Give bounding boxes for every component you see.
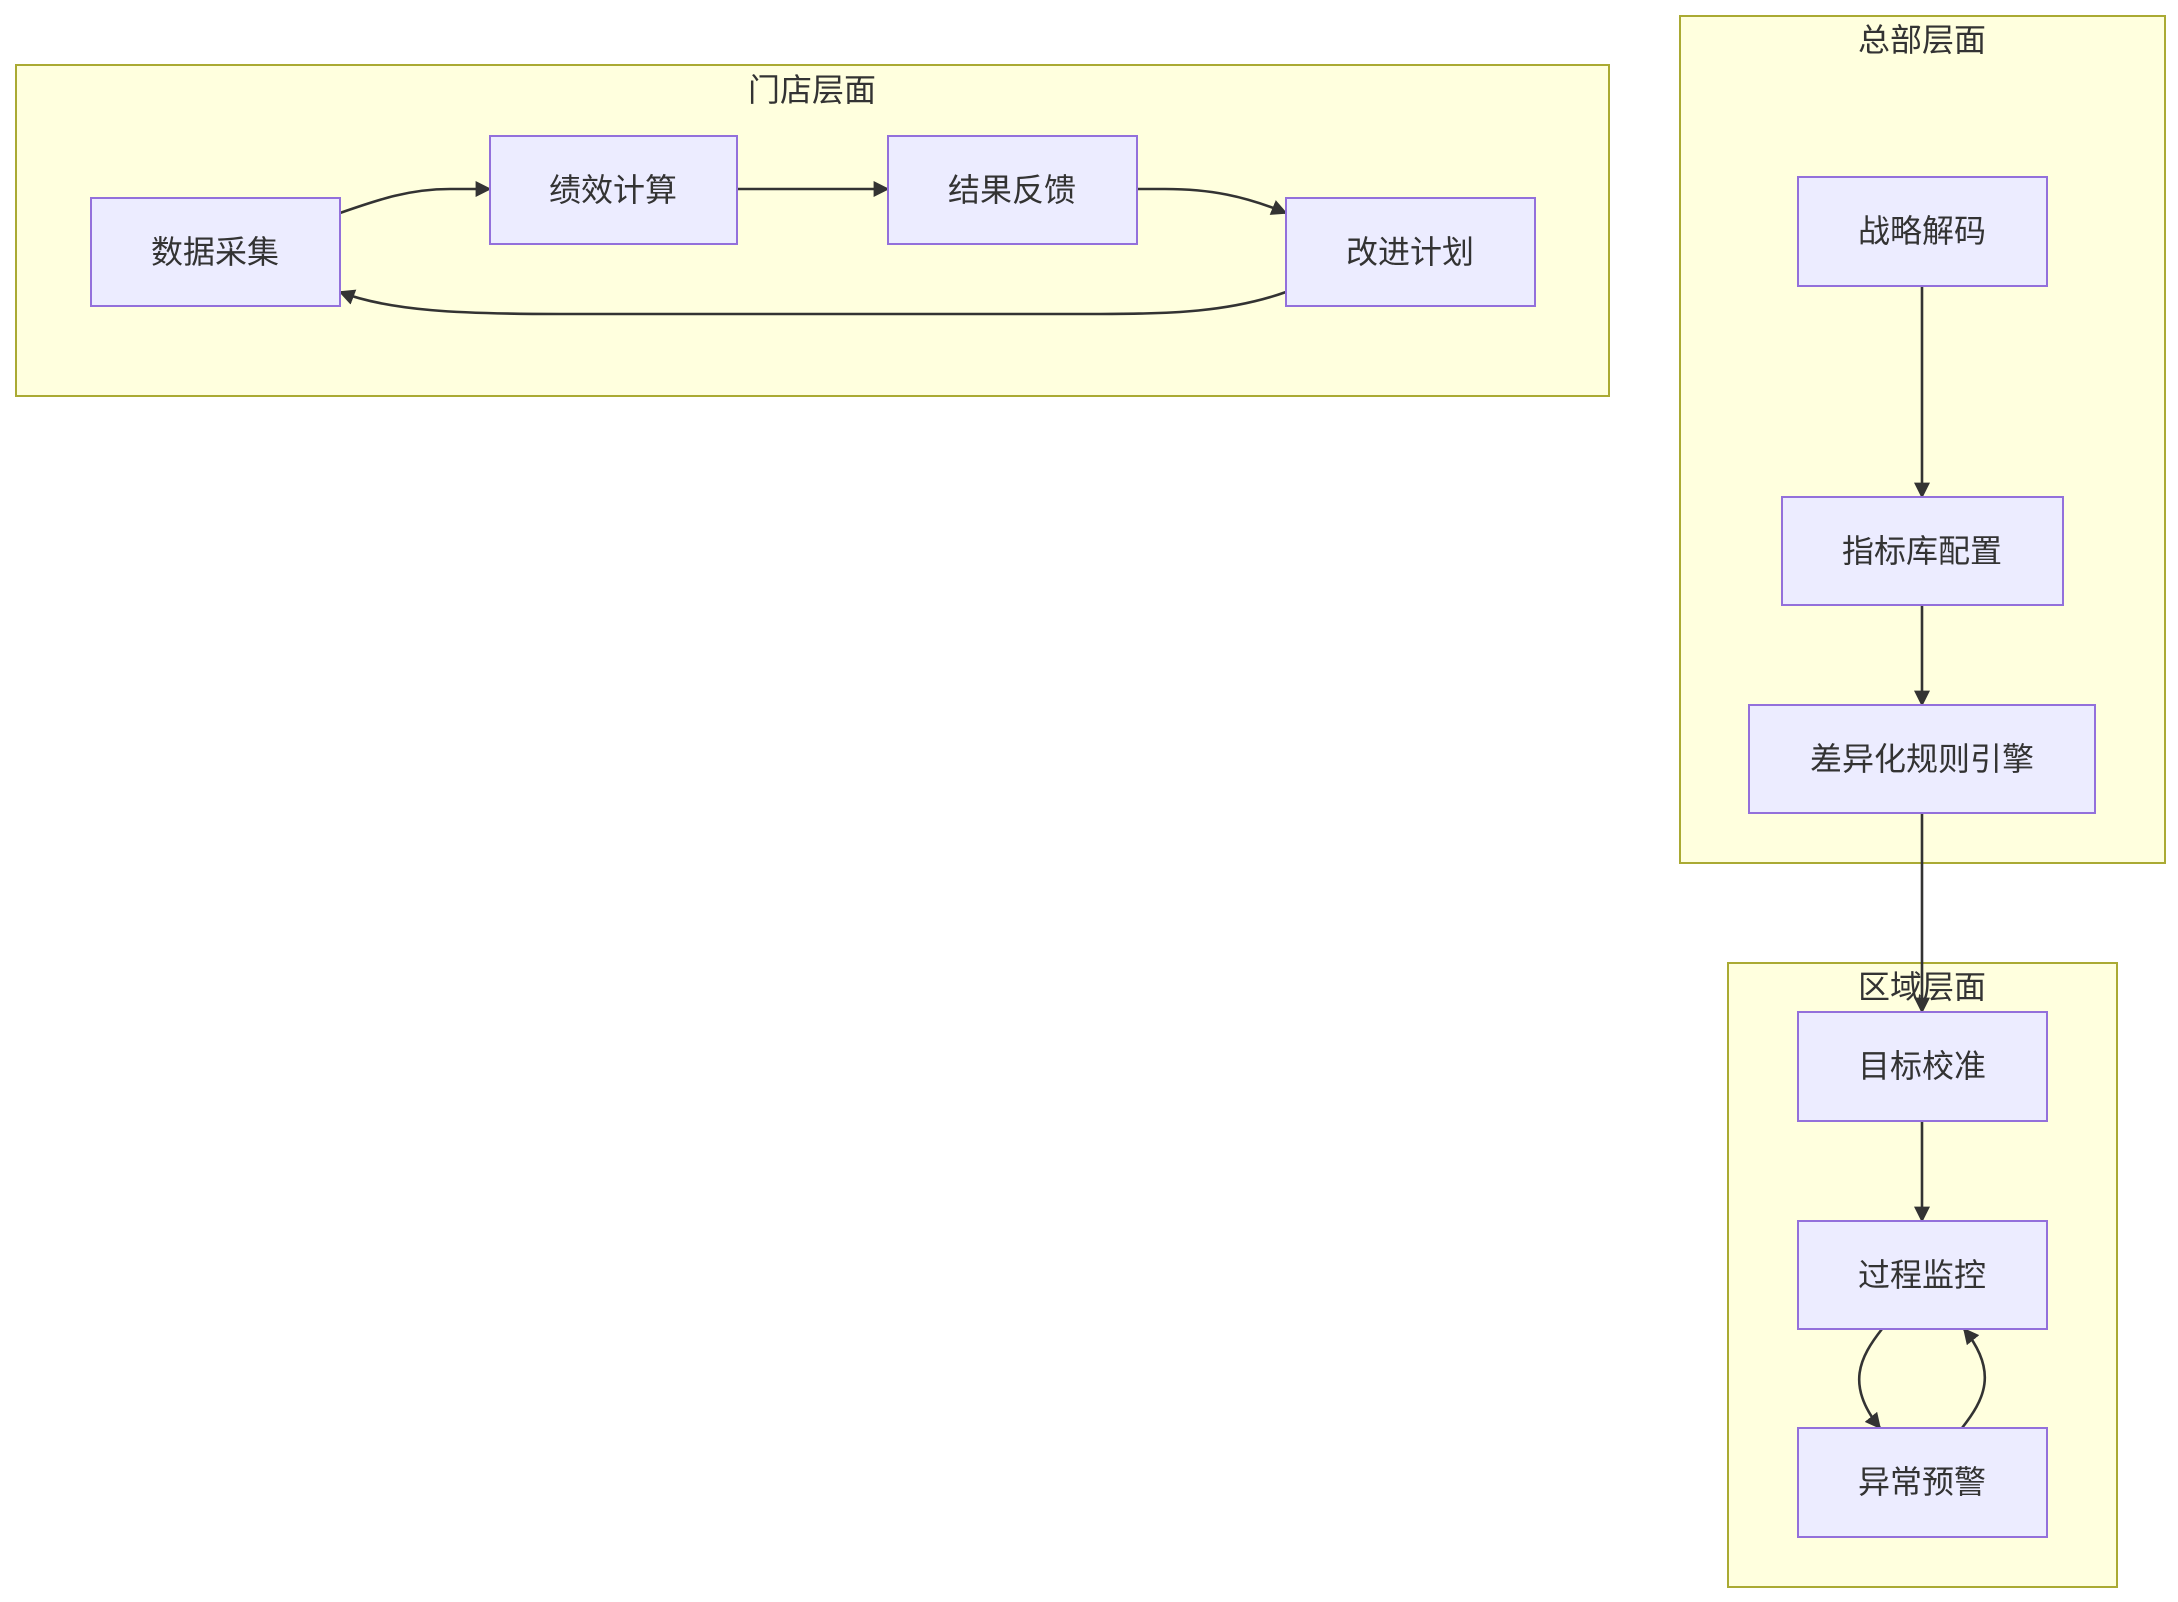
node-result-feedback-box	[887, 135, 1138, 245]
edges	[338, 181, 1987, 1430]
node-target-calibration-box	[1797, 1011, 2048, 1122]
node-data-collection-label: 数据采集	[151, 233, 279, 271]
node-data-collection-box	[90, 197, 341, 307]
node-performance-calc: 绩效计算	[489, 135, 738, 245]
node-indicator-config: 指标库配置	[1781, 496, 2064, 606]
node-target-calibration: 目标校准	[1797, 1011, 2048, 1122]
node-process-monitor-box	[1797, 1220, 2048, 1330]
node-process-monitor-label: 过程监控	[1858, 1256, 1986, 1294]
node-data-collection: 数据采集	[90, 197, 341, 307]
node-anomaly-alert-label: 异常预警	[1858, 1463, 1986, 1501]
cluster-store-level-title: 门店层面	[748, 71, 876, 109]
node-performance-calc-label: 绩效计算	[549, 171, 677, 209]
cluster-hq-level-title: 总部层面	[1858, 21, 1986, 59]
edge-result-feedback-to-improvement-plan	[1137, 187, 1288, 215]
node-improvement-plan-box	[1285, 197, 1536, 307]
node-strategy-decode-box	[1797, 176, 2048, 287]
edge-process-monitor-to-anomaly-alert	[1857, 1328, 1884, 1430]
node-indicator-config-box	[1781, 496, 2064, 606]
node-improvement-plan-label: 改进计划	[1346, 233, 1474, 271]
node-improvement-plan: 改进计划	[1285, 197, 1536, 307]
node-performance-calc-box	[489, 135, 738, 245]
node-rule-engine-label: 差异化规则引擎	[1810, 740, 2034, 778]
edge-data-collection-to-performance-calc	[339, 181, 492, 215]
node-target-calibration-label: 目标校准	[1858, 1047, 1986, 1085]
node-result-feedback-label: 结果反馈	[948, 171, 1076, 209]
node-indicator-config-label: 指标库配置	[1842, 532, 2002, 570]
edge-anomaly-alert-to-process-monitor	[1960, 1327, 1987, 1429]
node-process-monitor: 过程监控	[1797, 1220, 2048, 1330]
node-anomaly-alert: 异常预警	[1797, 1427, 2048, 1538]
node-result-feedback: 结果反馈	[887, 135, 1138, 245]
node-anomaly-alert-box	[1797, 1427, 2048, 1538]
edge-improvement-plan-to-data-collection	[338, 289, 1287, 316]
node-strategy-decode-label: 战略解码	[1858, 212, 1986, 250]
node-rule-engine: 差异化规则引擎	[1748, 704, 2096, 814]
node-strategy-decode: 战略解码	[1797, 176, 2048, 287]
node-rule-engine-box	[1748, 704, 2096, 814]
